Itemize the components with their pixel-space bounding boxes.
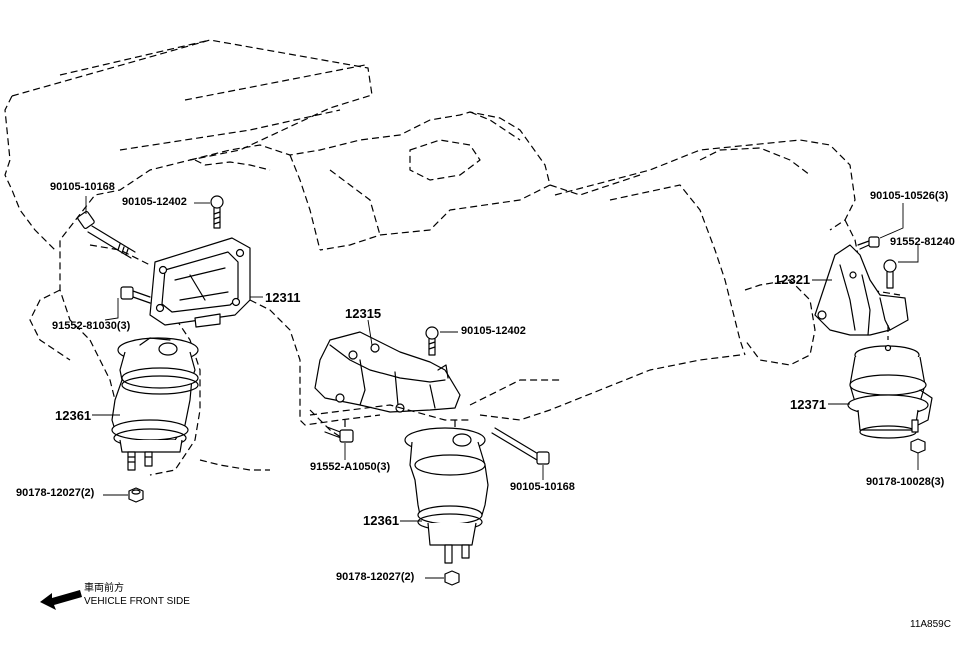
nut-center	[444, 570, 460, 586]
direction-japanese: 車両前方	[84, 583, 124, 594]
bolt-right-mid	[883, 259, 897, 289]
label-nut-left: 90178-12027(2)	[16, 487, 95, 499]
label-bracket-center: 12315	[345, 306, 382, 321]
bracket-plate-12311	[149, 237, 251, 328]
label-mount-left: 12361	[55, 408, 92, 423]
mount-right-12371	[847, 325, 933, 439]
label-bracket-plate: 12311	[265, 290, 301, 305]
label-bolt-lower-left: 91552-81030(3)	[52, 320, 131, 332]
label-mount-center: 12361	[363, 513, 400, 528]
label-bolt-center-left: 91552-A1050(3)	[310, 461, 391, 473]
bolt-center-right	[491, 427, 550, 465]
direction-english: VEHICLE FRONT SIDE	[84, 596, 190, 607]
label-nut-center: 90178-12027(2)	[336, 571, 415, 583]
label-bolt-top-left: 90105-10168	[50, 181, 115, 193]
label-bolt-plate: 90105-12402	[122, 196, 187, 208]
bolt-small-plate	[210, 195, 224, 229]
label-bolt-right-mid: 91552-81240	[890, 236, 955, 248]
bolt-center-top	[425, 326, 439, 356]
label-nut-right: 90178-10028(3)	[866, 476, 945, 488]
label-bolt-right-top: 90105-10526(3)	[870, 190, 949, 202]
bolt-center-left	[324, 426, 354, 443]
mount-center-12361	[404, 427, 489, 564]
label-bolt-center-top: 90105-12402	[461, 325, 526, 337]
bolt-long-left	[77, 211, 136, 259]
bracket-right-12321	[814, 244, 909, 336]
nut-left	[128, 487, 144, 503]
label-bolt-center-right: 90105-10168	[510, 481, 575, 493]
nut-right	[910, 438, 926, 454]
bracket-center-12315	[314, 331, 461, 413]
drawing-code: 11A859C	[910, 619, 951, 630]
leader-lines	[85, 196, 919, 579]
bolt-right-top	[857, 236, 880, 250]
engine-outline	[4, 39, 901, 476]
mount-left-12361	[111, 337, 199, 471]
label-bracket-right: 12321	[774, 272, 811, 287]
arrow-left-icon	[40, 590, 82, 610]
label-mount-right: 12371	[790, 397, 827, 412]
bolt-lower-left	[120, 286, 151, 304]
